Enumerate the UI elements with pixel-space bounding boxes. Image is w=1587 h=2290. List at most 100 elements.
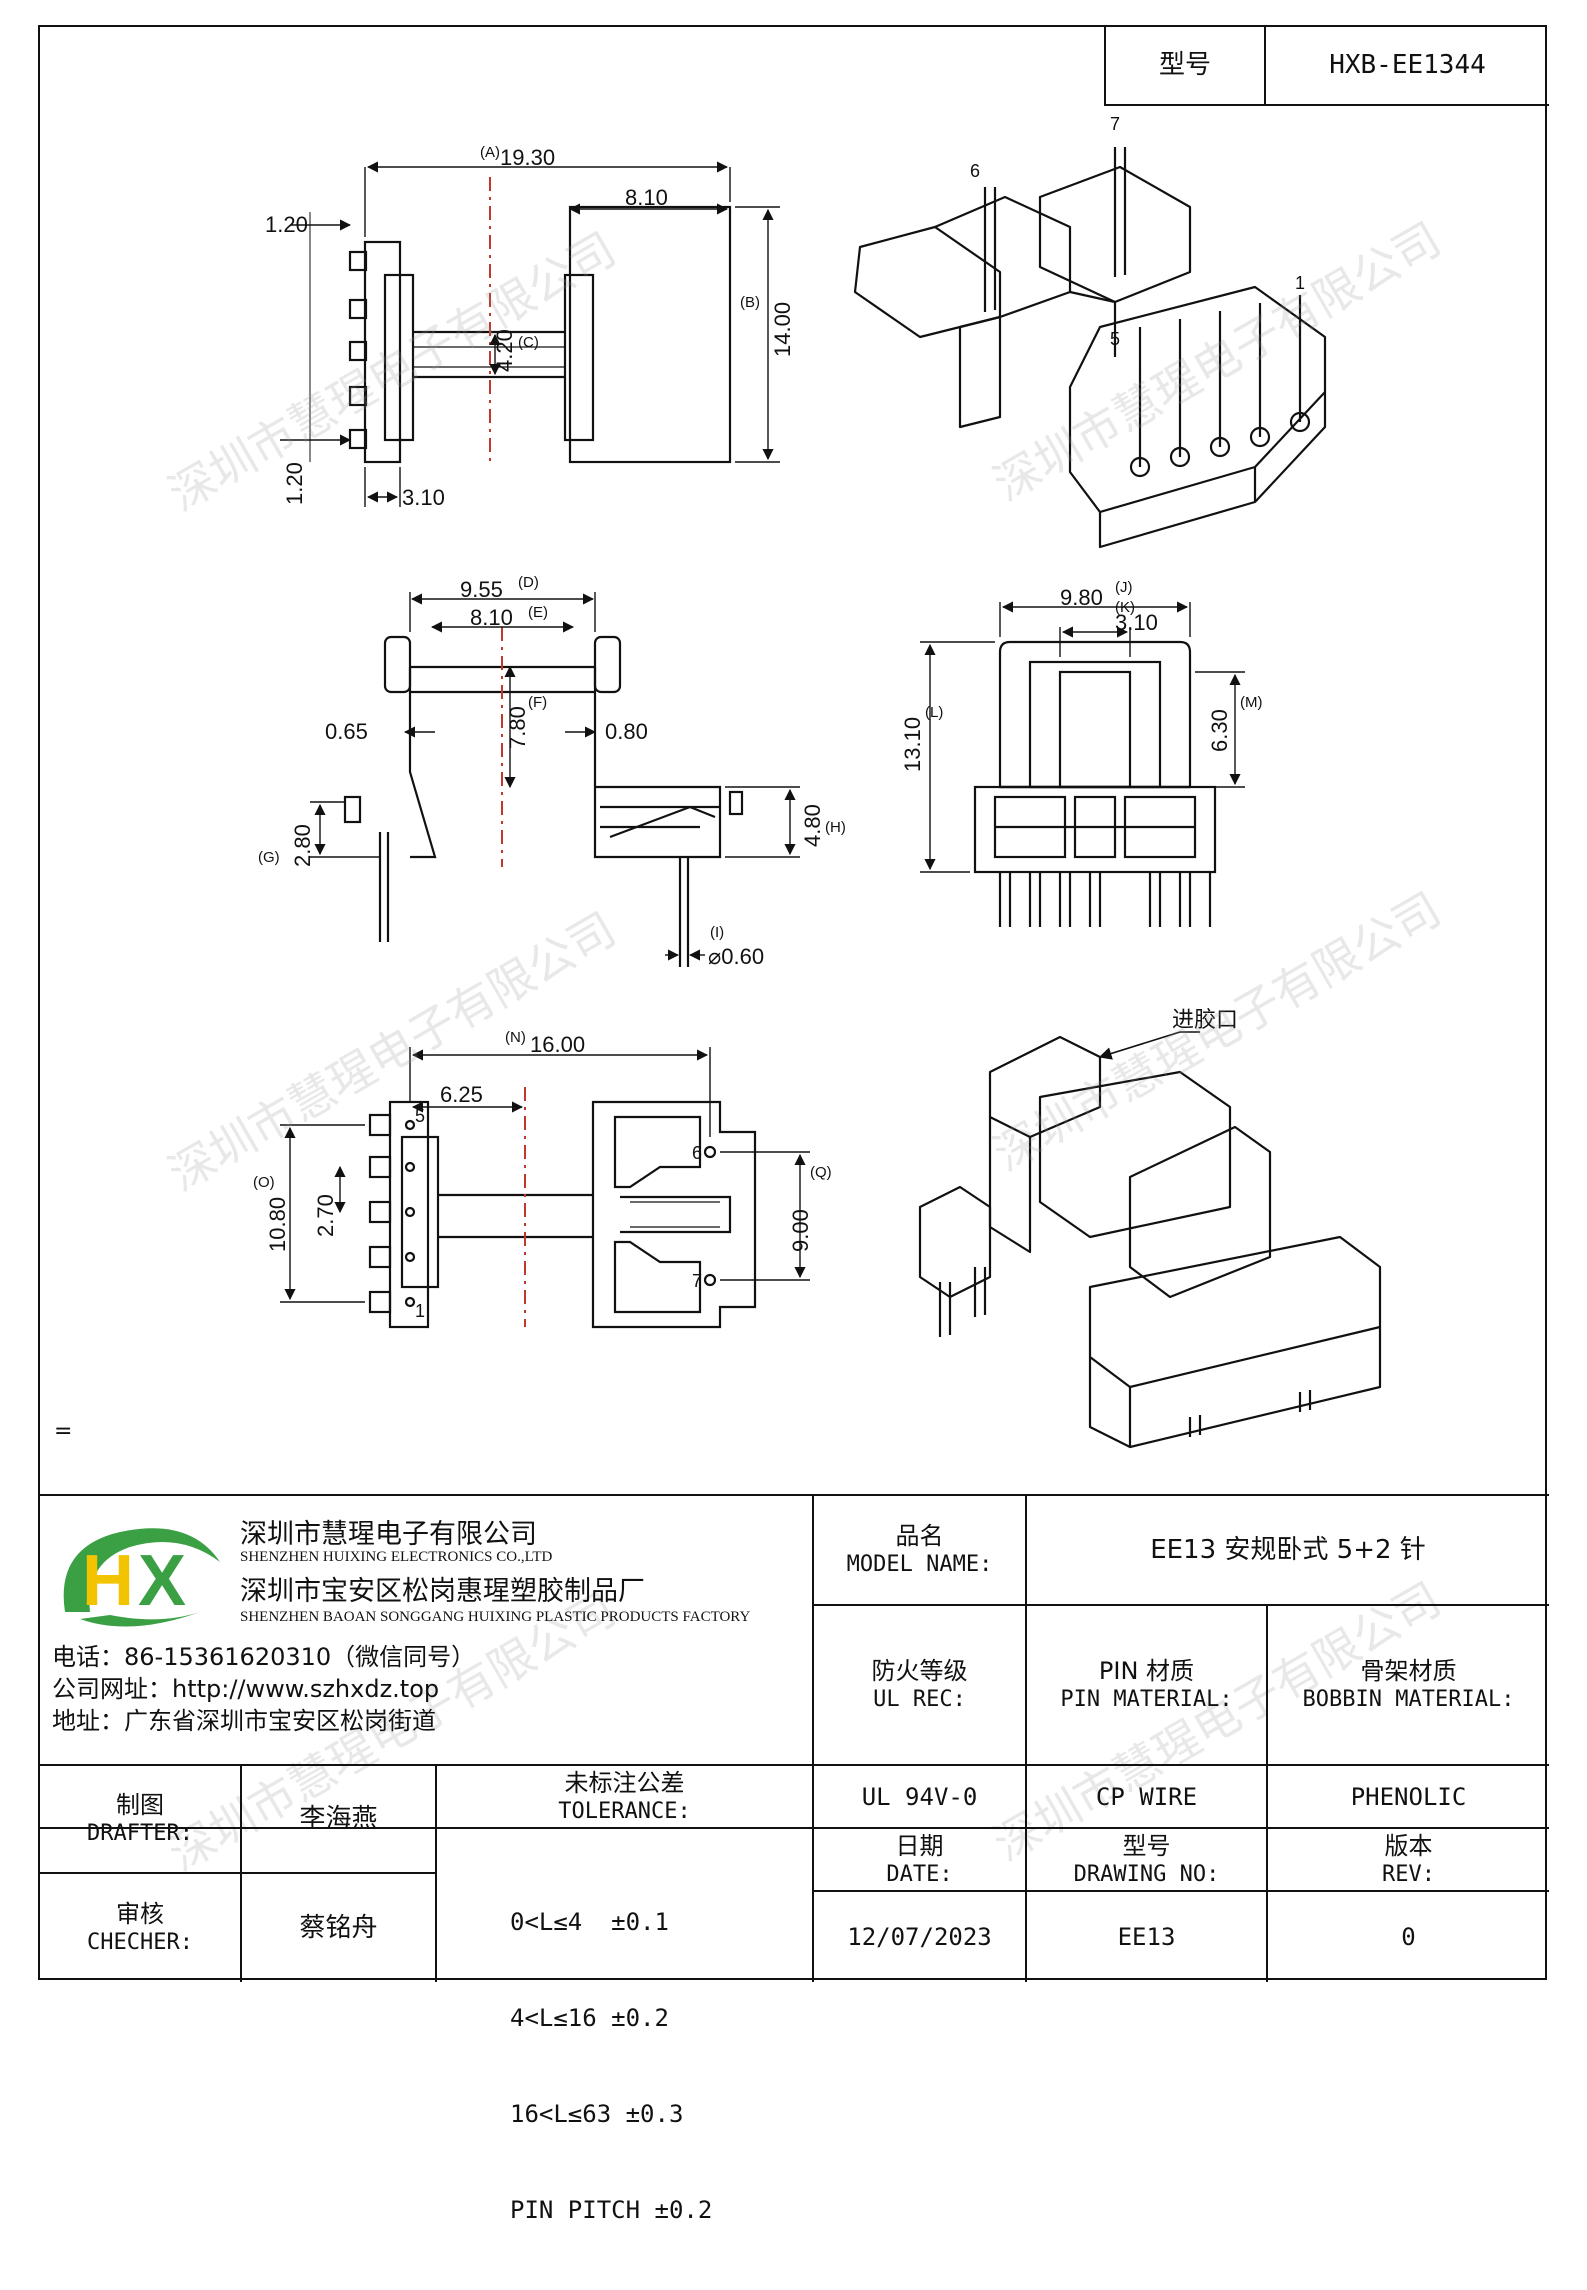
drawing-note: =: [54, 1419, 73, 1444]
iso-pin-7: 7: [1110, 114, 1120, 134]
bottom-pin-5: 5: [415, 1106, 425, 1126]
title-block-border: [812, 1494, 814, 1982]
model-label: 型号: [1158, 50, 1211, 81]
factory-name-en: SHENZHEN BAOAN SONGGANG HUIXING PLASTIC …: [240, 1609, 751, 1625]
dim-955: 9.55: [460, 577, 503, 602]
date-label-cn: 日期: [895, 1831, 944, 1860]
drawing-no-label-en: DRAWING NO:: [1073, 1861, 1220, 1887]
tolerance-line: 16<L≤63 ±0.3: [510, 2100, 684, 2128]
dim-480: 4.80: [800, 804, 825, 847]
view-bottom: [280, 1047, 810, 1329]
dim-310: 3.10: [402, 485, 445, 510]
header-divider: [1104, 27, 1106, 104]
drawing-no-label: 型号 DRAWING NO:: [1027, 1829, 1266, 1890]
dim-a-tag: (A): [480, 144, 500, 161]
factory-name-cn: 深圳市宝安区松岗惠瑆塑胶制品厂: [240, 1576, 645, 1607]
drafter-label-cn: 制图: [116, 1791, 164, 1820]
header-divider: [1264, 27, 1266, 104]
bottom-pin-6: 6: [692, 1143, 702, 1163]
model-name-value: EE13 安规卧式 5+2 针: [1150, 1534, 1426, 1565]
dim-n-tag: (N): [505, 1029, 526, 1046]
ul-rating-value: UL 94V-0: [861, 1782, 978, 1811]
pin-material-label: PIN 材质 PIN MATERIAL:: [1027, 1606, 1266, 1764]
dim-120-bottom: 1.20: [282, 462, 307, 505]
date-label: 日期 DATE:: [814, 1829, 1025, 1890]
view-end: [920, 601, 1245, 927]
dim-065: 0.65: [325, 719, 368, 744]
header-divider: [1104, 104, 1549, 106]
dim-b-value: 14.00: [770, 302, 795, 357]
fire-rating-label: 防火等级 UL REC:: [814, 1606, 1025, 1764]
checker-label: 审核 CHECHER:: [40, 1874, 240, 1982]
title-block-border: [40, 1872, 435, 1874]
dim-280: 2.80: [290, 824, 315, 867]
dim-q-tag: (Q): [810, 1164, 832, 1181]
title-block-border: [812, 1604, 1549, 1606]
dim-310-end: 3.10: [1115, 610, 1158, 635]
checker-value: 蔡铭舟: [299, 1912, 378, 1943]
logo-h-letter: H: [82, 1541, 134, 1621]
tolerance-label-en: TOLERANCE:: [558, 1798, 691, 1824]
title-block-border: [40, 1764, 1549, 1766]
dim-080: 0.80: [605, 719, 648, 744]
title-block-border: [812, 1890, 1549, 1892]
dim-810: 8.10: [625, 185, 668, 210]
dim-i-tag: (I): [710, 924, 724, 941]
model-name-label: 品名 MODEL NAME:: [814, 1496, 1025, 1604]
iso-pin-6: 6: [970, 161, 980, 181]
company-website[interactable]: 公司网址：http://www.szhxdz.top: [52, 1675, 440, 1703]
date-value: 12/07/2023: [847, 1923, 992, 1951]
dim-j-tag: (J): [1115, 579, 1133, 596]
drawing-no-label-cn: 型号: [1122, 1831, 1171, 1860]
bobbin-material-label: 骨架材质 BOBBIN MATERIAL:: [1268, 1606, 1549, 1764]
dim-k-tag: (K): [1115, 599, 1135, 616]
rev-value: 0: [1401, 1923, 1416, 1951]
view-isometric-top: [853, 147, 1327, 549]
fire-rating-label-en: UL REC:: [873, 1687, 966, 1713]
dim-1600: 16.00: [530, 1032, 585, 1057]
view-front: [310, 592, 800, 967]
dim-780: 7.80: [505, 706, 530, 749]
title-block-border: [40, 1827, 1549, 1829]
drafter-label-en: DRAFTER:: [87, 1821, 193, 1847]
dim-m-tag: (M): [1240, 694, 1263, 711]
company-name-en: SHENZHEN HUIXING ELECTRONICS CO.,LTD: [240, 1549, 553, 1565]
dim-630: 6.30: [1207, 709, 1232, 752]
rev-label-cn: 版本: [1384, 1831, 1433, 1860]
rev-label-en: REV:: [1382, 1861, 1435, 1887]
dim-810-front: 8.10: [470, 605, 513, 630]
dim-b-tag: (B): [740, 294, 760, 311]
bottom-pin-1: 1: [415, 1301, 425, 1321]
technical-drawing: (A) 19.30 8.10 (B) 14.00 (C) 4.20 1.20 1…: [253, 114, 1382, 1449]
checker-label-cn: 审核: [116, 1900, 164, 1929]
view-side: [280, 161, 780, 507]
bottom-pin-7: 7: [692, 1271, 702, 1291]
rev-label: 版本 REV:: [1268, 1829, 1549, 1890]
dim-o-tag: (O): [253, 1174, 275, 1191]
drawing-no-value: EE13: [1117, 1923, 1176, 1951]
dim-980: 9.80: [1060, 585, 1103, 610]
iso-pin-1: 1: [1295, 273, 1305, 293]
tolerance-label-cn: 未标注公差: [564, 1768, 685, 1797]
dim-060: ⌀0.60: [708, 944, 764, 969]
title-block-border: [240, 1764, 242, 1982]
company-name-cn: 深圳市慧瑆电子有限公司: [240, 1519, 537, 1550]
title-block-border: [40, 1494, 1549, 1496]
dim-a-value: 19.30: [500, 145, 555, 170]
dim-c-tag: (C): [518, 334, 539, 351]
dim-900: 9.00: [788, 1209, 813, 1252]
tolerance-label: 未标注公差 TOLERANCE:: [437, 1766, 812, 1827]
dim-1310: 13.10: [900, 717, 925, 772]
logo-x-letter: X: [138, 1541, 186, 1621]
model-name-label-cn: 品名: [895, 1522, 944, 1551]
date-label-en: DATE:: [886, 1861, 953, 1887]
dim-d-tag: (D): [518, 574, 539, 591]
dim-120-top: 1.20: [265, 212, 308, 237]
bobbin-material-value: PHENOLIC: [1350, 1782, 1467, 1811]
bobbin-material-label-cn: 骨架材质: [1360, 1657, 1457, 1686]
company-phone: 电话：86-15361620310（微信同号）: [52, 1643, 476, 1671]
dim-1080: 10.80: [265, 1197, 290, 1252]
drawing-sheet: 型号 HXB-EE1344: [38, 25, 1549, 2224]
pin-material-label-cn: PIN 材质: [1098, 1657, 1195, 1686]
pin-material-value: CP WIRE: [1095, 1782, 1198, 1811]
